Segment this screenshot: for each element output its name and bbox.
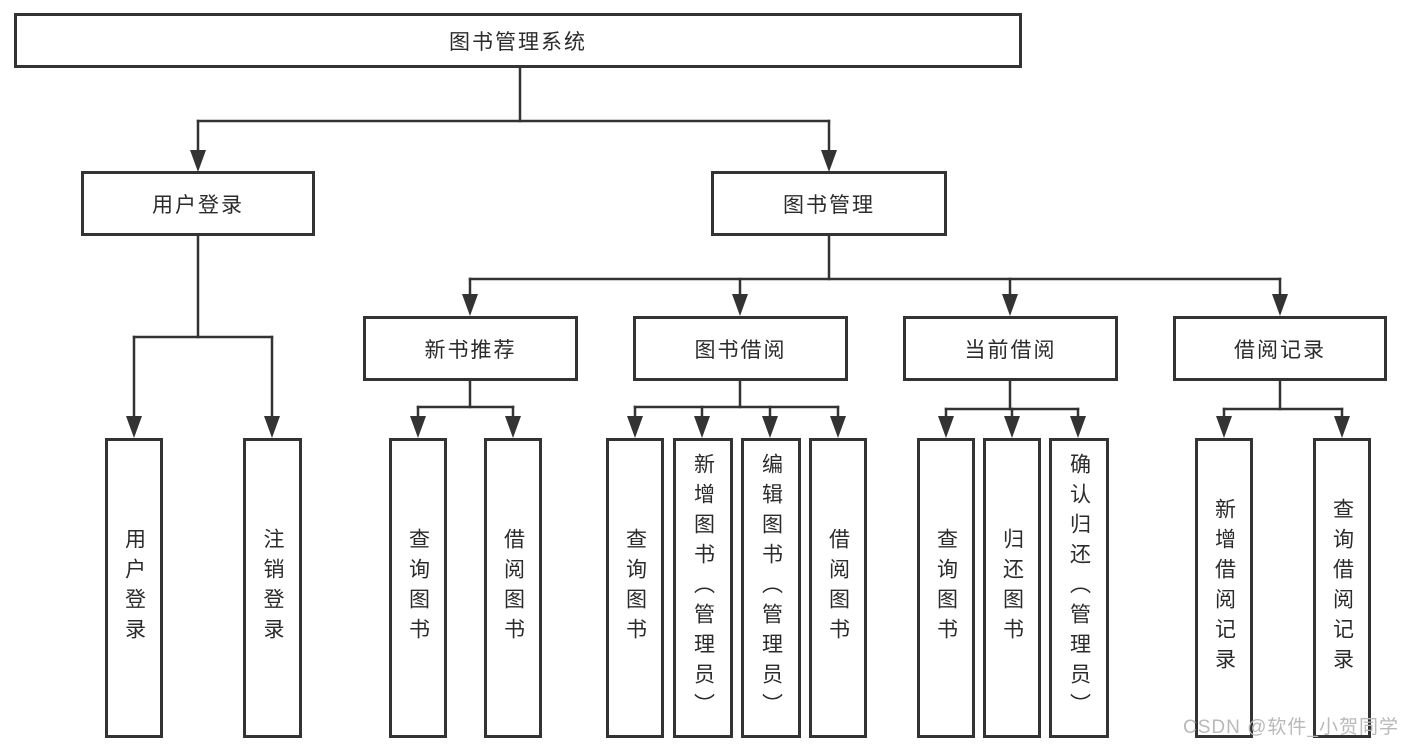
leaf-newbooks-borrow-label: 借阅图书 [501,528,525,648]
leaf-records-query-label: 查询借阅记录 [1330,498,1354,678]
leaf-newbooks-query: 查询图书 [389,438,447,738]
node-book-borrowing: 图书借阅 [633,316,848,381]
leaf-newbooks-borrow: 借阅图书 [484,438,542,738]
leaf-current-return-label: 归还图书 [1000,528,1024,648]
node-borrow-records-label: 借阅记录 [1234,338,1326,362]
leaf-logout: 注销登录 [243,438,302,738]
node-new-book-recommend: 新书推荐 [363,316,578,381]
leaf-current-confirm-return-admin: 确认归还（管理员） [1049,438,1109,738]
node-new-book-recommend-label: 新书推荐 [424,338,517,362]
leaf-records-add: 新增借阅记录 [1195,438,1253,738]
leaf-records-add-label: 新增借阅记录 [1212,498,1236,678]
leaf-borrowing-query: 查询图书 [606,438,664,738]
node-book-management: 图书管理 [711,171,947,236]
leaf-current-query-label: 查询图书 [934,528,958,648]
leaf-borrowing-add-admin-label: 新增图书（管理员） [691,453,715,723]
node-root-label: 图书管理系统 [449,30,587,54]
leaf-current-query: 查询图书 [917,438,975,738]
leaf-borrowing-borrow: 借阅图书 [809,438,867,738]
leaf-newbooks-query-label: 查询图书 [406,528,430,648]
leaf-user-login-label: 用户登录 [122,528,146,648]
node-current-borrowing: 当前借阅 [903,316,1118,381]
node-root: 图书管理系统 [14,13,1022,68]
leaf-current-return: 归还图书 [983,438,1041,738]
node-user-login: 用户登录 [81,171,315,236]
leaf-borrowing-query-label: 查询图书 [623,528,647,648]
leaf-borrowing-edit-admin: 编辑图书（管理员） [741,438,801,738]
node-book-management-label: 图书管理 [783,193,875,217]
leaf-current-confirm-return-admin-label: 确认归还（管理员） [1067,453,1091,723]
node-book-borrowing-label: 图书借阅 [694,338,787,362]
leaf-user-login: 用户登录 [105,438,163,738]
csdn-watermark: CSDN @软件_小贺同学 [1183,717,1399,738]
leaf-borrowing-borrow-label: 借阅图书 [826,528,850,648]
leaf-borrowing-edit-admin-label: 编辑图书（管理员） [759,453,783,723]
node-current-borrowing-label: 当前借阅 [964,338,1057,362]
leaf-records-query: 查询借阅记录 [1313,438,1371,738]
leaf-borrowing-add-admin: 新增图书（管理员） [673,438,733,738]
node-user-login-label: 用户登录 [152,193,244,217]
node-borrow-records: 借阅记录 [1173,316,1387,381]
leaf-logout-label: 注销登录 [261,528,284,648]
